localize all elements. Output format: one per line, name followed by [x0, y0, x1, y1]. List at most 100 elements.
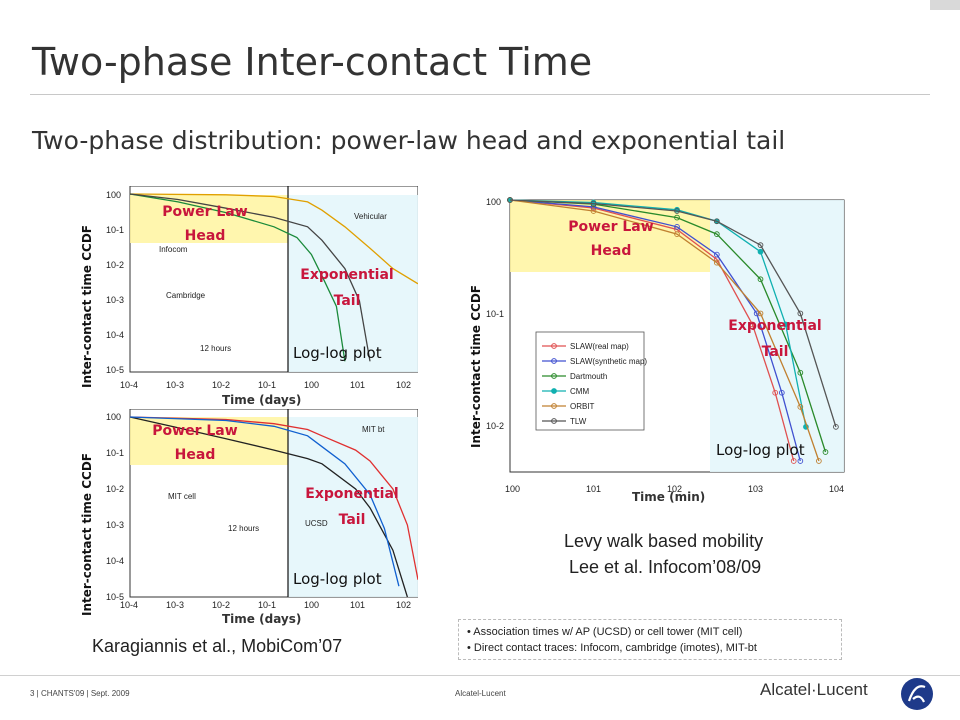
plot2-xtick: 101 [350, 600, 366, 610]
plot1-head-line2: Head [184, 228, 226, 244]
plot3-xtick: 101 [586, 484, 602, 494]
plot3-xtick: 103 [748, 484, 764, 494]
plot2-ylabel: Inter-contact time CCDF [80, 453, 94, 616]
title-divider [30, 94, 930, 95]
plot2-ytick: 10-1 [106, 448, 125, 458]
plot1-ytick: 10-4 [106, 330, 125, 340]
plot1-tail-line2: Tail [333, 293, 361, 309]
series-point [782, 321, 789, 328]
series-point [713, 259, 720, 266]
plot2-tail-line1: Exponential [305, 486, 399, 502]
plot1-head-label: Power Law Head [150, 200, 260, 248]
plot2-series-group [129, 416, 418, 598]
plot1-tail-line1: Exponential [300, 267, 394, 283]
series-point [674, 231, 680, 237]
plot2-note-12h: 12 hours [228, 524, 260, 533]
plot2-xtick: 10-2 [212, 600, 231, 610]
series-line-2 [129, 416, 409, 598]
series-point [749, 321, 756, 328]
legend-marker [551, 343, 557, 349]
legend-entry: SLAW(synthetic map) [570, 357, 647, 366]
plot2-xlabel: Time (days) [222, 612, 302, 626]
series-point [778, 389, 785, 396]
plot1-note-cambridge: Cambridge [166, 291, 206, 300]
plot1-note-vehicular: Vehicular [354, 212, 387, 221]
caption-right-line2: Lee et al. Infocom’08/09 [569, 557, 762, 577]
note-1: • Association times w/ AP (UCSD) or cell… [467, 626, 743, 638]
plot3-ytick: 10-2 [486, 421, 505, 431]
plot2-ytick: 10-4 [106, 556, 125, 566]
legend-entry: TLW [570, 417, 587, 426]
plot1-tail-region [288, 195, 418, 372]
footer-company: Alcatel-Lucent [455, 689, 506, 698]
brand-wordmark: Alcatel·Lucent [760, 680, 868, 699]
brand-logo-icon [901, 678, 933, 710]
caption-left: Karagiannis et al., MobiCom’07 [92, 636, 343, 656]
plot1-xtick: 10-1 [258, 380, 277, 390]
series-line-1 [129, 416, 418, 580]
plot2-note-mitcell: MIT cell [168, 492, 196, 501]
plot1-ytick: 10-3 [106, 295, 125, 305]
series-point [713, 231, 720, 237]
plot3-head-label: Power Law Head [556, 215, 666, 263]
series-point [772, 389, 779, 396]
series-point [833, 424, 839, 430]
series-point [674, 208, 680, 214]
slide-title: Two-phase Inter-contact Time [32, 40, 593, 84]
plot1-head-line1: Power Law [162, 204, 248, 220]
top-corner-bar [930, 0, 960, 10]
plot1-xtick: 100 [304, 380, 320, 390]
legend-entry: ORBIT [570, 402, 595, 411]
plot1-xtick: 102 [396, 380, 412, 390]
plot1-ytick: 100 [106, 190, 122, 200]
series-point [797, 458, 804, 464]
plot2-head-line2: Head [174, 447, 216, 463]
plot2-tail-line2: Tail [338, 512, 366, 528]
plot1-ytick: 10-5 [106, 365, 125, 375]
legend-entry: SLAW(real map) [570, 342, 629, 351]
plot2-xtick: 10-1 [258, 600, 277, 610]
plot3-head-line1: Power Law [568, 219, 654, 235]
plot2-loglog-label: Log-log plot [293, 570, 382, 588]
series-point [674, 214, 680, 221]
plot2-ytick: 100 [106, 412, 122, 422]
series-point [590, 200, 597, 207]
plot3-series-group [507, 197, 839, 464]
plot1-xtick: 101 [350, 380, 366, 390]
series-line-2 [129, 193, 346, 362]
series-point [797, 404, 804, 410]
plot3-xtick: 100 [505, 484, 521, 494]
plot3-tail-label: Exponential Tail [720, 313, 830, 365]
plot3-legend: SLAW(real map)SLAW(synthetic map)Dartmou… [535, 331, 647, 431]
plot3-loglog-label: Log-log plot [716, 441, 805, 459]
footer-page: 3 | CHANTS'09 | Sept. 2009 [30, 689, 130, 698]
series-line-3 [129, 416, 400, 587]
series-point [757, 276, 764, 283]
series-line-5 [509, 199, 820, 462]
series-point [797, 310, 804, 317]
plot2-head-label: Power Law Head [140, 419, 250, 467]
plot3-ytick: 100 [486, 197, 502, 207]
series-point [822, 449, 829, 455]
plot2-ytick: 10-2 [106, 484, 125, 494]
series-point [790, 458, 797, 464]
series-point [757, 242, 764, 248]
series-point [507, 197, 513, 203]
plot2-tail-label: Exponential Tail [297, 481, 407, 533]
series-point [713, 251, 720, 258]
series-point [590, 208, 597, 214]
plot2-head-line1: Power Law [152, 423, 238, 439]
legend-marker [551, 388, 557, 394]
plot1-ytick: 10-2 [106, 260, 125, 270]
plot2-ytick: 10-3 [106, 520, 125, 530]
notes-box: • Association times w/ AP (UCSD) or cell… [458, 619, 842, 660]
plot3-head-line2: Head [590, 243, 632, 259]
plot3-tail-line2: Tail [761, 344, 789, 360]
footer-divider [0, 675, 960, 676]
plot3-xlabel: Time (min) [632, 490, 706, 504]
plot2-svg [129, 409, 418, 598]
plot1-xtick: 10-4 [120, 380, 139, 390]
plot2-note-ucsd: UCSD [305, 519, 328, 528]
plot3-xtick: 102 [667, 484, 683, 494]
plot1-xlabel: Time (days) [222, 393, 302, 407]
